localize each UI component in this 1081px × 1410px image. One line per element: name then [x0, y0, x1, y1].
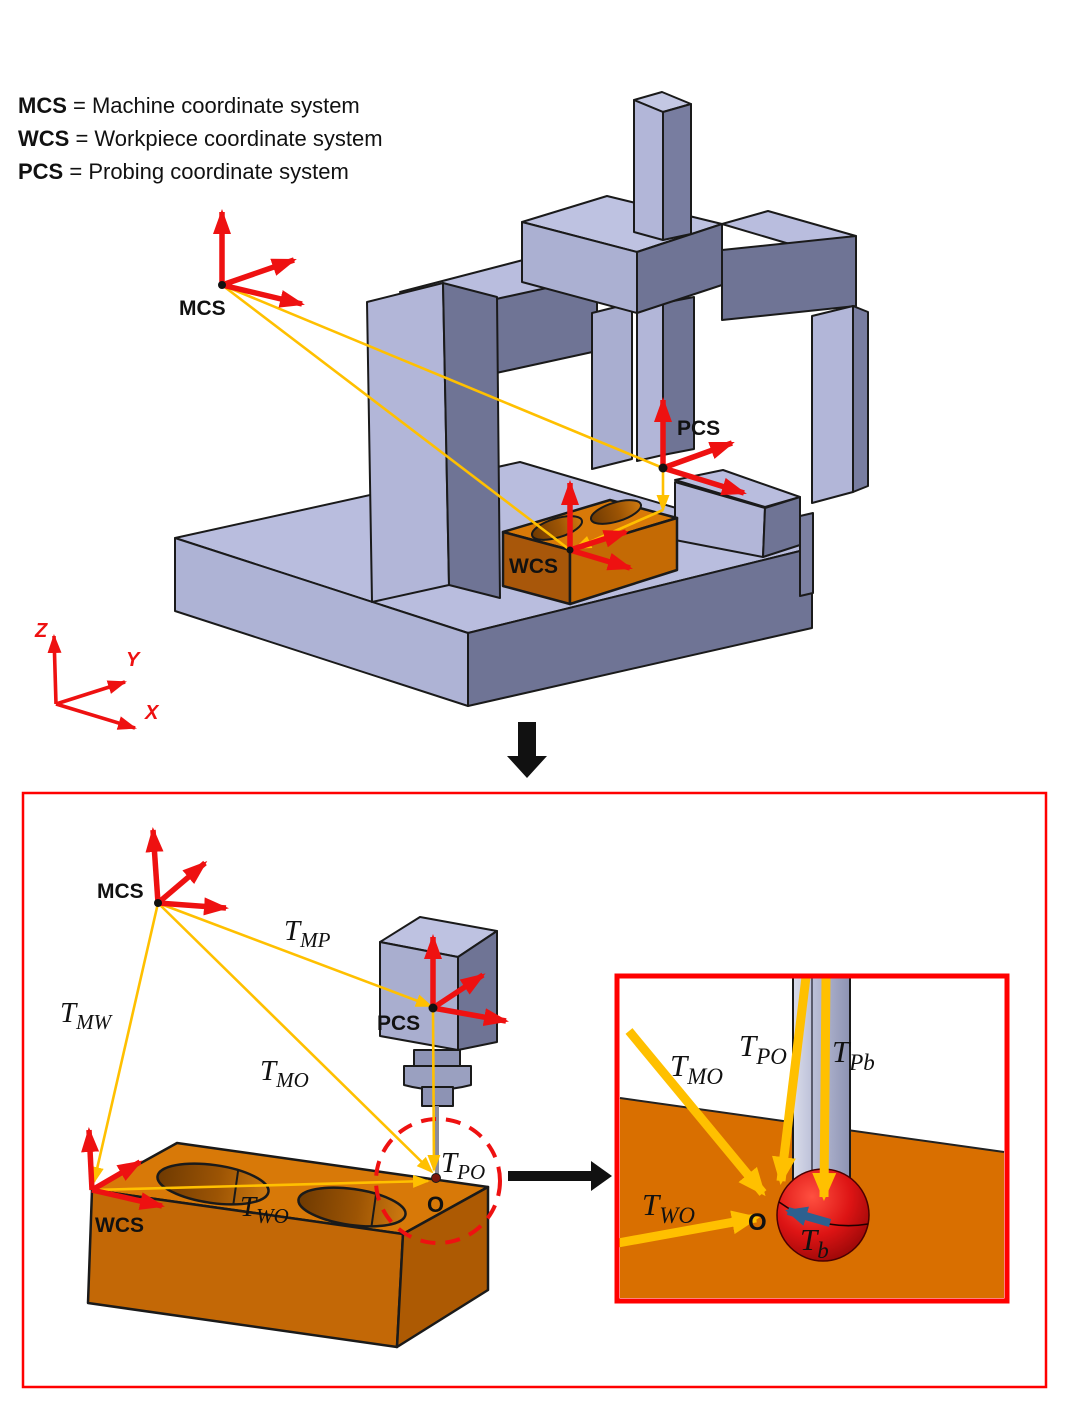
bottom-vector-lines: [91, 901, 441, 1192]
mcs-label-top: MCS: [179, 297, 226, 320]
machine-legs: [591, 296, 695, 470]
legend-line-mcs: MCS = Machine coordinate system: [18, 93, 360, 118]
pcs-frame-top: PCS: [654, 397, 747, 496]
machine-illustration: MCS PCS WCS: [174, 91, 869, 707]
inset-ball-offset-arrow: [785, 1206, 832, 1227]
machine-left-column: [366, 282, 501, 603]
workpiece-bottom: [86, 1141, 490, 1349]
wcs-origin-point: [566, 546, 574, 554]
pcs-origin-point: [658, 463, 668, 473]
label-t-mp: TMP: [284, 915, 331, 952]
right-arrow-icon: [508, 1161, 612, 1191]
inset-label-t-b: Tb: [800, 1222, 829, 1263]
pcs-label-top: PCS: [677, 417, 720, 440]
mcs-origin-point: [218, 281, 226, 289]
inset-box-border: [614, 973, 1010, 1304]
mcs-frame-bottom: MCS: [97, 827, 229, 916]
down-arrow-icon: [507, 722, 547, 778]
z-axis-label: Z: [34, 620, 48, 642]
machine-right-column: [721, 210, 869, 504]
mcs-frame-top: MCS: [179, 209, 305, 320]
wcs-frame-bottom: WCS: [81, 1127, 165, 1237]
inset-label-t-po: TPO: [739, 1028, 787, 1069]
origin-o-label: O: [427, 1192, 444, 1217]
top-vector-lines: [221, 283, 670, 552]
mcs-label-bottom: MCS: [97, 880, 144, 903]
pcs-label-bottom: PCS: [377, 1012, 420, 1035]
inset-origin-o-label: O: [748, 1209, 767, 1236]
probe-tip-inset: TMO TPO TPb TWO Tb O: [614, 973, 1010, 1304]
wcs-frame-top: WCS: [509, 480, 633, 578]
stylus-tip-ball: [431, 1173, 441, 1183]
machine-carriage: [521, 195, 723, 314]
inset-vector-arrows: [617, 976, 837, 1248]
label-t-mw: TMW: [60, 997, 114, 1034]
wcs-label-top: WCS: [509, 555, 558, 578]
legend-line-wcs: WCS = Workpiece coordinate system: [18, 126, 383, 151]
probe-assembly: [379, 916, 498, 1183]
label-t-mo: TMO: [260, 1055, 309, 1092]
workpiece-hole: [156, 1162, 270, 1206]
overview-box-border: [21, 791, 1048, 1389]
legend: MCS = Machine coordinate system WCS = Wo…: [18, 93, 383, 184]
probe-contact-highlight-circle: [374, 1117, 502, 1245]
workpiece-hole: [589, 499, 643, 525]
x-axis-label: X: [144, 702, 160, 724]
label-t-po: TPO: [441, 1147, 485, 1184]
inset-label-t-mo: TMO: [670, 1048, 723, 1089]
pcs-origin-point: [428, 1003, 438, 1013]
machine-quill: [633, 91, 692, 241]
y-axis-label: Y: [126, 649, 141, 671]
wcs-label-bottom: WCS: [95, 1214, 144, 1237]
pcs-frame-bottom: PCS: [377, 934, 509, 1035]
label-t-wo: TWO: [240, 1191, 289, 1228]
legend-line-pcs: PCS = Probing coordinate system: [18, 159, 349, 184]
inset-label-t-wo: TWO: [642, 1187, 695, 1228]
mcs-origin-point: [154, 899, 162, 907]
inset-label-t-pb: TPb: [832, 1034, 875, 1075]
transform-diagram: MCS PCS WCS O TMP TMW TMO TPO TWO: [60, 827, 612, 1349]
xyz-axes-triad: Z Y X: [34, 620, 160, 730]
